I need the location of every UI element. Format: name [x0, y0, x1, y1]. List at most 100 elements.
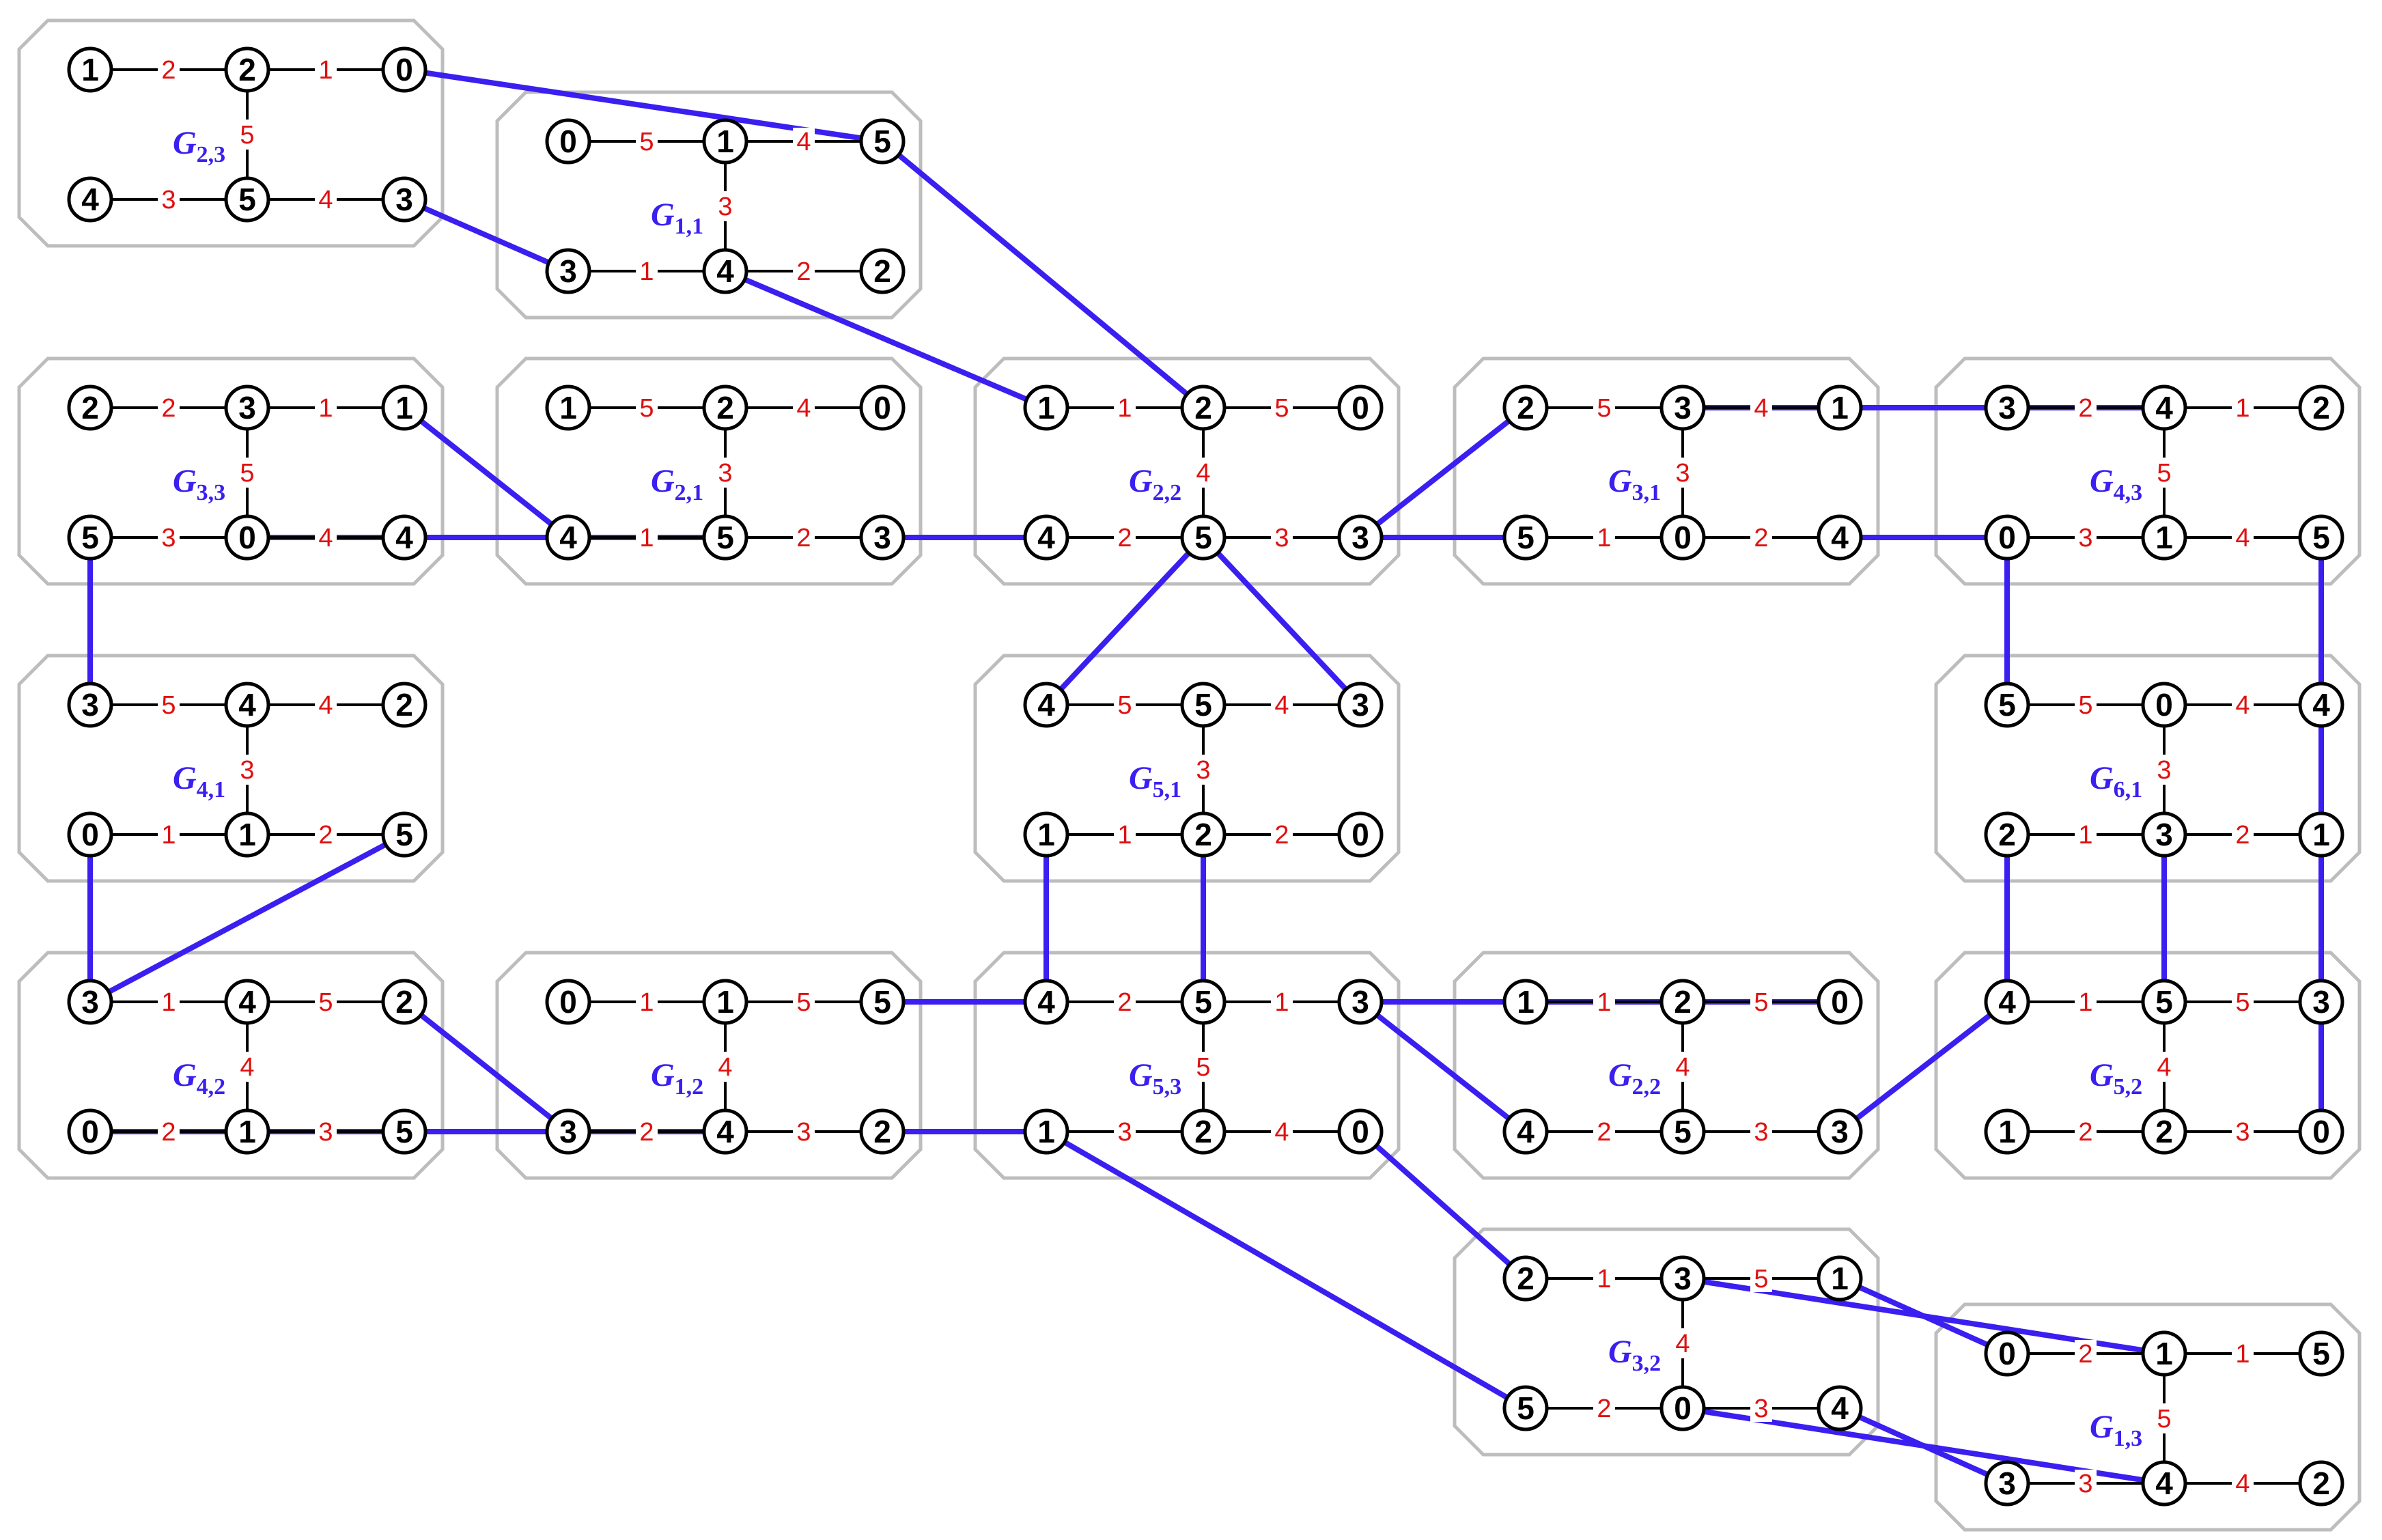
edge-label-bg	[1672, 1328, 1694, 1358]
node: 2	[67, 384, 113, 431]
node-label: 0	[395, 52, 413, 87]
group-label: G4,2	[173, 1057, 225, 1100]
node-circle	[67, 811, 113, 858]
node-circle	[702, 1108, 748, 1155]
node: 2	[859, 248, 906, 294]
edge-label: 4	[1274, 691, 1289, 720]
node-label: 3	[559, 253, 577, 289]
node: 4	[67, 176, 113, 223]
node: 0	[1984, 514, 2030, 561]
node: 1	[1023, 1108, 1069, 1155]
edge-label: 5	[639, 394, 654, 423]
edge-label-bg	[2075, 691, 2097, 718]
edge-label: 2	[1754, 524, 1768, 552]
node: 1	[702, 979, 748, 1025]
cross-link	[880, 139, 1205, 410]
edge-label-bg	[793, 257, 815, 285]
group-label: G4,3	[2090, 463, 2142, 505]
node-circle	[1337, 811, 1384, 858]
node-label: 1	[1037, 817, 1055, 852]
node-label: 0	[81, 817, 99, 852]
edge-label: 5	[639, 128, 654, 156]
edge-label: 5	[1274, 394, 1289, 423]
cross-link	[403, 197, 570, 274]
node-circle	[1817, 979, 1863, 1025]
node-circle	[1817, 1385, 1863, 1431]
node-circle	[1180, 514, 1227, 561]
node-label: 2	[1517, 1261, 1535, 1296]
edge-label: 1	[1117, 821, 1132, 850]
node: 1	[224, 1108, 270, 1155]
node-label: 1	[2155, 520, 2173, 555]
edge-label: 5	[1597, 394, 1611, 423]
node-label: 4	[1831, 1390, 1849, 1426]
node: 0	[224, 514, 270, 561]
node: 4	[2141, 1460, 2187, 1507]
node-label: 3	[873, 520, 891, 555]
node-circle	[1984, 1330, 2030, 1377]
cross-link	[1358, 1130, 1528, 1280]
node: 0	[1337, 1108, 1384, 1155]
node: 2	[2298, 384, 2344, 431]
node: 2	[224, 46, 270, 93]
edge-label: 5	[1117, 691, 1132, 720]
node: 1	[1023, 811, 1069, 858]
edge-label: 4	[318, 186, 333, 214]
node-label: 1	[1831, 390, 1849, 425]
node-circle	[224, 979, 270, 1025]
edge-label: 1	[2235, 1340, 2250, 1369]
group-label-subscript: 2,2	[1153, 480, 1182, 505]
group-label-letter: G	[651, 1057, 675, 1093]
node: 2	[381, 979, 428, 1025]
node: 1	[1023, 384, 1069, 431]
node-label: 1	[238, 817, 256, 852]
node-label: 5	[1194, 687, 1212, 723]
edge-label: 2	[318, 821, 333, 850]
edge-label: 3	[1754, 1395, 1768, 1423]
edge-label: 5	[161, 691, 176, 720]
node: 4	[224, 979, 270, 1025]
node-circle	[1180, 682, 1227, 728]
group-label-letter: G	[651, 463, 675, 499]
node-label: 0	[81, 1114, 99, 1149]
node: 3	[67, 682, 113, 728]
edge-label-vertical: 3	[2157, 756, 2171, 785]
edge-label-vertical: 4	[240, 1053, 254, 1082]
edge-label-bg	[2153, 458, 2175, 488]
node: 4	[702, 248, 748, 294]
edge-label-bg	[158, 691, 180, 718]
node-circle	[702, 118, 748, 165]
group-label-letter: G	[2090, 760, 2114, 796]
edge-label-bg	[1750, 1118, 1772, 1145]
group-label-letter: G	[1608, 463, 1632, 499]
node-label: 1	[81, 52, 99, 87]
edge-label-bg	[2232, 394, 2254, 421]
node-label: 5	[873, 984, 891, 1020]
node: 3	[2141, 811, 2187, 858]
edge-label-bg	[158, 56, 180, 83]
node: 3	[545, 1108, 591, 1155]
node-circle	[381, 979, 428, 1025]
edge-label: 1	[639, 257, 654, 286]
node-circle	[545, 248, 591, 294]
edge-label-bg	[1114, 394, 1136, 421]
edge-label-bg	[636, 988, 658, 1016]
node: 3	[1659, 1255, 1706, 1302]
node: 2	[381, 682, 428, 728]
node-label: 1	[716, 124, 734, 159]
group-label: G3,3	[173, 463, 225, 505]
edge-label: 1	[639, 988, 654, 1017]
node-circle	[1023, 384, 1069, 431]
node-circle	[2298, 979, 2344, 1025]
node-circle	[381, 1108, 428, 1155]
node: 1	[2298, 811, 2344, 858]
edge-label-bg	[2075, 1118, 2097, 1145]
edge-label-bg	[1593, 1265, 1615, 1292]
node-circle	[1984, 1108, 2030, 1155]
